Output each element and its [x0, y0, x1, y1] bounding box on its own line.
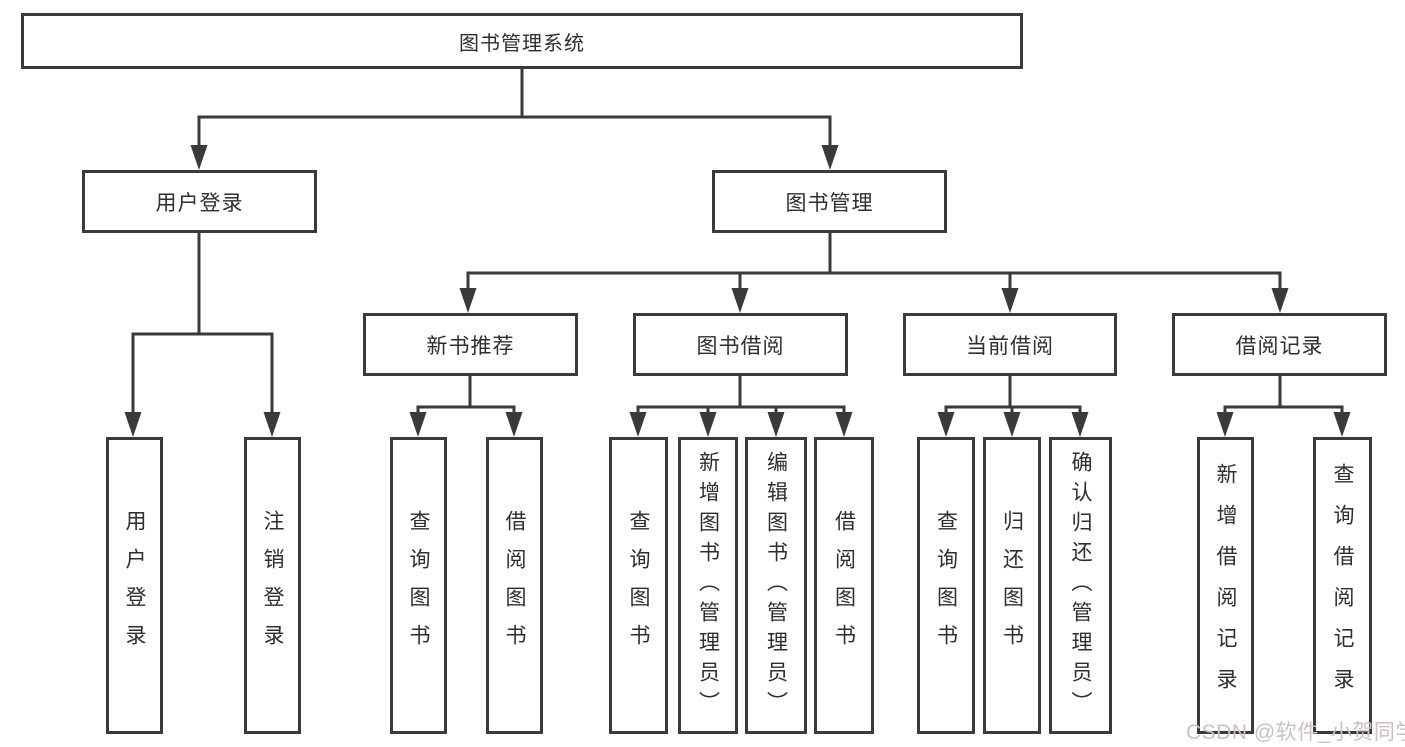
node-label: 确认归还（管理员） — [1069, 450, 1092, 721]
connector-book-management-to-level3 — [459, 233, 1289, 313]
connector-book-borrow-to-leaves — [629, 376, 853, 437]
node-label: 用户登录 — [155, 191, 244, 215]
node-label: 图书管理 — [785, 191, 874, 215]
node-library-management-system: 图书管理系统 — [21, 13, 1023, 69]
node-label: 用户登录 — [123, 509, 146, 662]
node-label: 新增借阅记录 — [1214, 462, 1237, 709]
arrowhead — [629, 412, 647, 437]
leaf-query-books-current: 查询图书 — [917, 437, 975, 734]
leaf-add-borrow-record: 新增借阅记录 — [1197, 437, 1254, 734]
connector-user-login-to-leaves — [124, 233, 281, 437]
node-label: 注销登录 — [261, 509, 284, 662]
leaf-add-books-admin: 新增图书（管理员） — [678, 437, 738, 734]
leaf-edit-books-admin: 编辑图书（管理员） — [745, 437, 807, 734]
leaf-query-books-borrow: 查询图书 — [609, 437, 668, 734]
arrowhead — [1333, 412, 1351, 437]
node-label: 查询借阅记录 — [1331, 462, 1354, 709]
node-borrow-records: 借阅记录 — [1172, 313, 1387, 376]
node-book-management: 图书管理 — [712, 170, 947, 233]
node-label: 图书管理系统 — [459, 32, 585, 55]
node-new-book-recommend: 新书推荐 — [363, 313, 578, 376]
node-label: 借阅图书 — [832, 509, 856, 662]
leaf-user-login: 用户登录 — [106, 437, 163, 734]
node-label: 归还图书 — [1000, 509, 1024, 662]
arrowhead — [1216, 412, 1234, 437]
arrowhead — [937, 412, 955, 437]
arrowhead — [731, 288, 749, 313]
node-label: 查询图书 — [934, 509, 958, 662]
arrowhead — [1071, 412, 1089, 437]
connector-current-borrow-to-leaves — [937, 376, 1089, 437]
leaf-borrow-books-recommend: 借阅图书 — [486, 437, 543, 734]
node-label: 当前借阅 — [966, 334, 1054, 358]
node-book-borrow: 图书借阅 — [633, 313, 848, 376]
node-label: 新书推荐 — [426, 334, 515, 358]
node-label: 查询图书 — [627, 509, 650, 662]
arrowhead — [459, 288, 477, 313]
leaf-confirm-return-admin: 确认归还（管理员） — [1049, 437, 1112, 734]
arrowhead — [190, 145, 208, 170]
node-current-borrow: 当前借阅 — [903, 313, 1117, 376]
node-label: 新增图书（管理员） — [696, 450, 720, 721]
arrowhead — [699, 412, 717, 437]
node-label: 查询图书 — [407, 509, 430, 662]
leaf-borrow-books: 借阅图书 — [814, 437, 874, 734]
csdn-watermark: CSDN @软件_小贺同学 — [1186, 721, 1405, 744]
leaf-return-books: 归还图书 — [983, 437, 1041, 734]
leaf-query-borrow-record: 查询借阅记录 — [1313, 437, 1372, 734]
node-label: 借阅记录 — [1235, 334, 1324, 358]
node-label: 编辑图书（管理员） — [764, 450, 788, 721]
arrowhead — [263, 412, 281, 437]
arrowhead — [1271, 288, 1289, 313]
leaf-logout: 注销登录 — [244, 437, 301, 734]
connector-root-to-level2 — [190, 69, 839, 170]
arrowhead — [821, 145, 839, 170]
arrowhead — [835, 412, 853, 437]
arrowhead — [1003, 412, 1021, 437]
connector-borrow-records-to-leaves — [1216, 376, 1351, 437]
arrowhead — [1001, 288, 1019, 313]
arrowhead — [124, 412, 142, 437]
arrowhead — [409, 412, 427, 437]
connector-new-book-recommend-to-leaves — [409, 376, 523, 437]
leaf-query-books-recommend: 查询图书 — [390, 437, 447, 734]
arrowhead — [505, 412, 523, 437]
node-user-login: 用户登录 — [82, 170, 317, 233]
node-label: 借阅图书 — [503, 509, 526, 662]
arrowhead — [767, 412, 785, 437]
node-label: 图书借阅 — [696, 334, 785, 358]
